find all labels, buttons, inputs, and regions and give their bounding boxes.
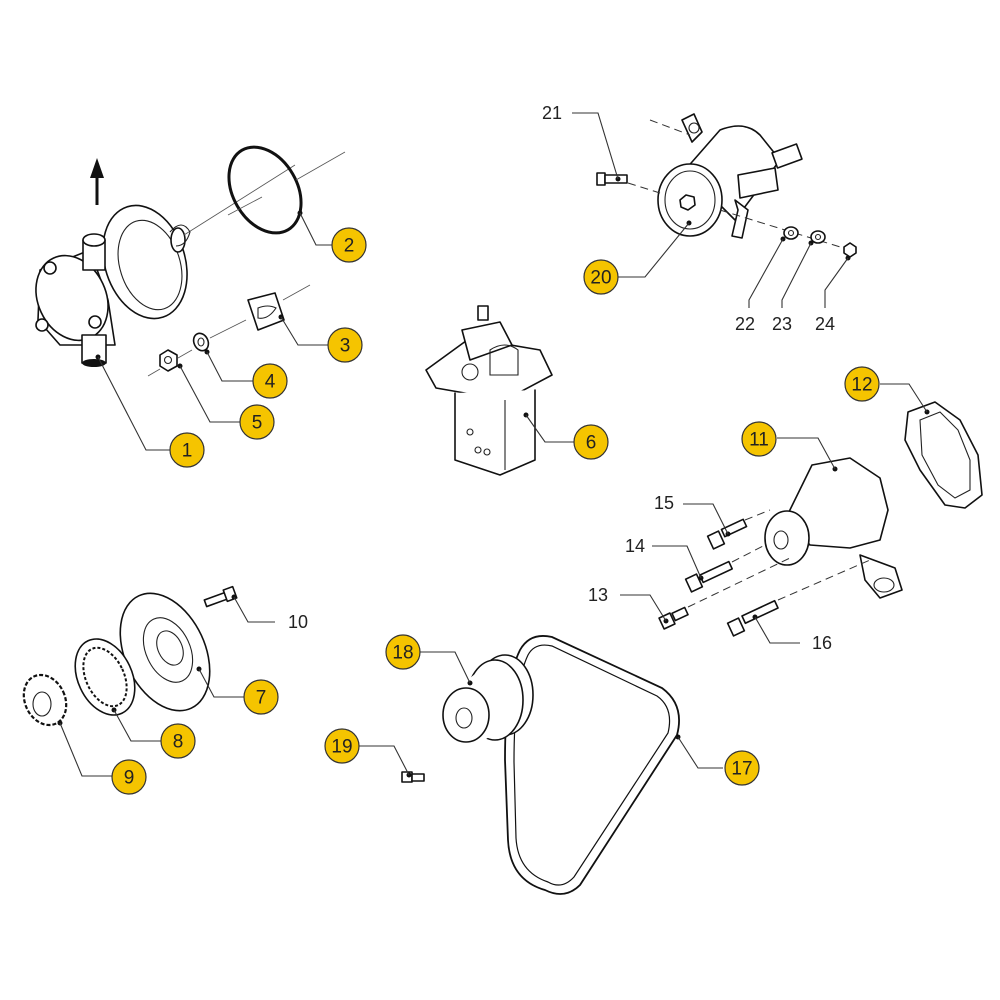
callout-12-label: 12 xyxy=(851,375,872,396)
callout-4[interactable]: 4 xyxy=(252,363,288,399)
flow-arrow-head xyxy=(90,158,104,178)
callout-21[interactable]: 21 xyxy=(542,103,562,123)
part-gasket[interactable] xyxy=(904,401,983,509)
part-o-ring[interactable] xyxy=(214,134,346,246)
part-bolt-10[interactable] xyxy=(203,585,238,608)
callout-9[interactable]: 9 xyxy=(111,759,147,795)
callout-20[interactable]: 20 xyxy=(583,259,619,295)
leader-lines xyxy=(59,112,928,777)
callout-21-label: 21 xyxy=(542,103,562,123)
part-nut[interactable] xyxy=(147,349,193,377)
callout-7-label: 7 xyxy=(256,688,267,709)
callout-10-label: 10 xyxy=(288,612,308,632)
part-bolt-21[interactable] xyxy=(596,172,628,186)
callout-5-label: 5 xyxy=(252,413,263,434)
part-drive-gear[interactable] xyxy=(16,668,74,732)
callout-17-label: 17 xyxy=(731,759,752,780)
callout-24[interactable]: 24 xyxy=(815,314,835,334)
callout-1[interactable]: 1 xyxy=(169,432,205,468)
callout-3-label: 3 xyxy=(340,336,351,357)
part-bolt-14[interactable] xyxy=(684,544,766,593)
callout-7[interactable]: 7 xyxy=(243,679,279,715)
callout-4-label: 4 xyxy=(265,372,276,393)
callout-19-label: 19 xyxy=(331,737,352,758)
callout-23-label: 23 xyxy=(772,314,792,334)
callout-18-label: 18 xyxy=(392,643,413,664)
callout-23[interactable]: 23 xyxy=(772,314,792,334)
part-pump-housing-plate[interactable] xyxy=(103,579,228,725)
part-bracket[interactable] xyxy=(247,284,311,331)
callout-13-label: 13 xyxy=(588,585,608,605)
callout-13[interactable]: 13 xyxy=(588,585,608,605)
part-washer-22[interactable] xyxy=(780,226,799,242)
part-raw-water-pump[interactable] xyxy=(23,158,296,367)
callout-10[interactable]: 10 xyxy=(288,612,308,632)
callout-24-label: 24 xyxy=(815,314,835,334)
part-water-pump[interactable] xyxy=(764,457,903,599)
callout-14[interactable]: 14 xyxy=(625,536,645,556)
part-washer[interactable] xyxy=(191,319,247,355)
part-v-belt[interactable] xyxy=(504,635,681,895)
callout-8-label: 8 xyxy=(173,732,184,753)
callout-8[interactable]: 8 xyxy=(160,723,196,759)
callout-6[interactable]: 6 xyxy=(573,424,609,460)
part-bolt-13[interactable] xyxy=(658,557,791,630)
callout-16[interactable]: 16 xyxy=(812,633,832,653)
part-fuel-pump[interactable] xyxy=(627,113,851,251)
callout-14-label: 14 xyxy=(625,536,645,556)
part-bolt-15[interactable] xyxy=(706,509,771,550)
callout-11[interactable]: 11 xyxy=(741,421,777,457)
callout-1-label: 1 xyxy=(182,441,193,462)
callout-22[interactable]: 22 xyxy=(735,314,755,334)
callout-5[interactable]: 5 xyxy=(239,404,275,440)
callout-6-label: 6 xyxy=(586,433,597,454)
callout-15[interactable]: 15 xyxy=(654,493,674,513)
callout-16-label: 16 xyxy=(812,633,832,653)
part-bolt-16[interactable] xyxy=(726,559,871,637)
callout-9-label: 9 xyxy=(124,768,135,789)
callout-2[interactable]: 2 xyxy=(331,227,367,263)
callout-11-label: 11 xyxy=(749,430,769,451)
part-injection-pump[interactable] xyxy=(425,305,553,476)
callout-19[interactable]: 19 xyxy=(324,728,360,764)
callout-12[interactable]: 12 xyxy=(844,366,880,402)
part-pulley[interactable] xyxy=(442,654,534,748)
part-nut-24[interactable] xyxy=(843,242,857,261)
callout-3[interactable]: 3 xyxy=(327,327,363,363)
callout-17[interactable]: 17 xyxy=(724,750,760,786)
callout-20-label: 20 xyxy=(590,268,611,289)
callout-15-label: 15 xyxy=(654,493,674,513)
callout-22-label: 22 xyxy=(735,314,755,334)
callout-18[interactable]: 18 xyxy=(385,634,421,670)
callout-2-label: 2 xyxy=(344,236,355,257)
part-screw-19[interactable] xyxy=(401,771,425,783)
